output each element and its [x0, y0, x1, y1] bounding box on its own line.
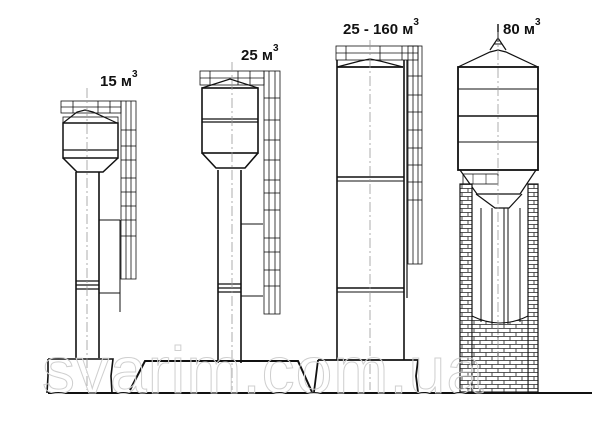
- tower-25: [129, 62, 313, 393]
- capacity-label-25-160: 25 - 160 м3: [343, 17, 419, 38]
- capacity-value: 25 м: [241, 47, 273, 64]
- unit-exponent: 3: [534, 17, 541, 28]
- tower-80: [457, 24, 539, 393]
- unit-exponent: 3: [413, 17, 419, 28]
- capacity-value: 15 м: [100, 73, 132, 90]
- unit-exponent: 3: [131, 69, 138, 80]
- capacity-label-25: 25 м3: [241, 43, 279, 64]
- capacity-label-15: 15 м3: [100, 69, 138, 90]
- capacity-value: 25 - 160 м: [343, 21, 414, 38]
- capacity-label-80: 80 м3: [503, 17, 541, 38]
- tower-25-160: [313, 40, 423, 393]
- unit-exponent: 3: [272, 43, 279, 54]
- tower-15: [46, 88, 137, 394]
- capacity-value: 80 м: [503, 21, 535, 38]
